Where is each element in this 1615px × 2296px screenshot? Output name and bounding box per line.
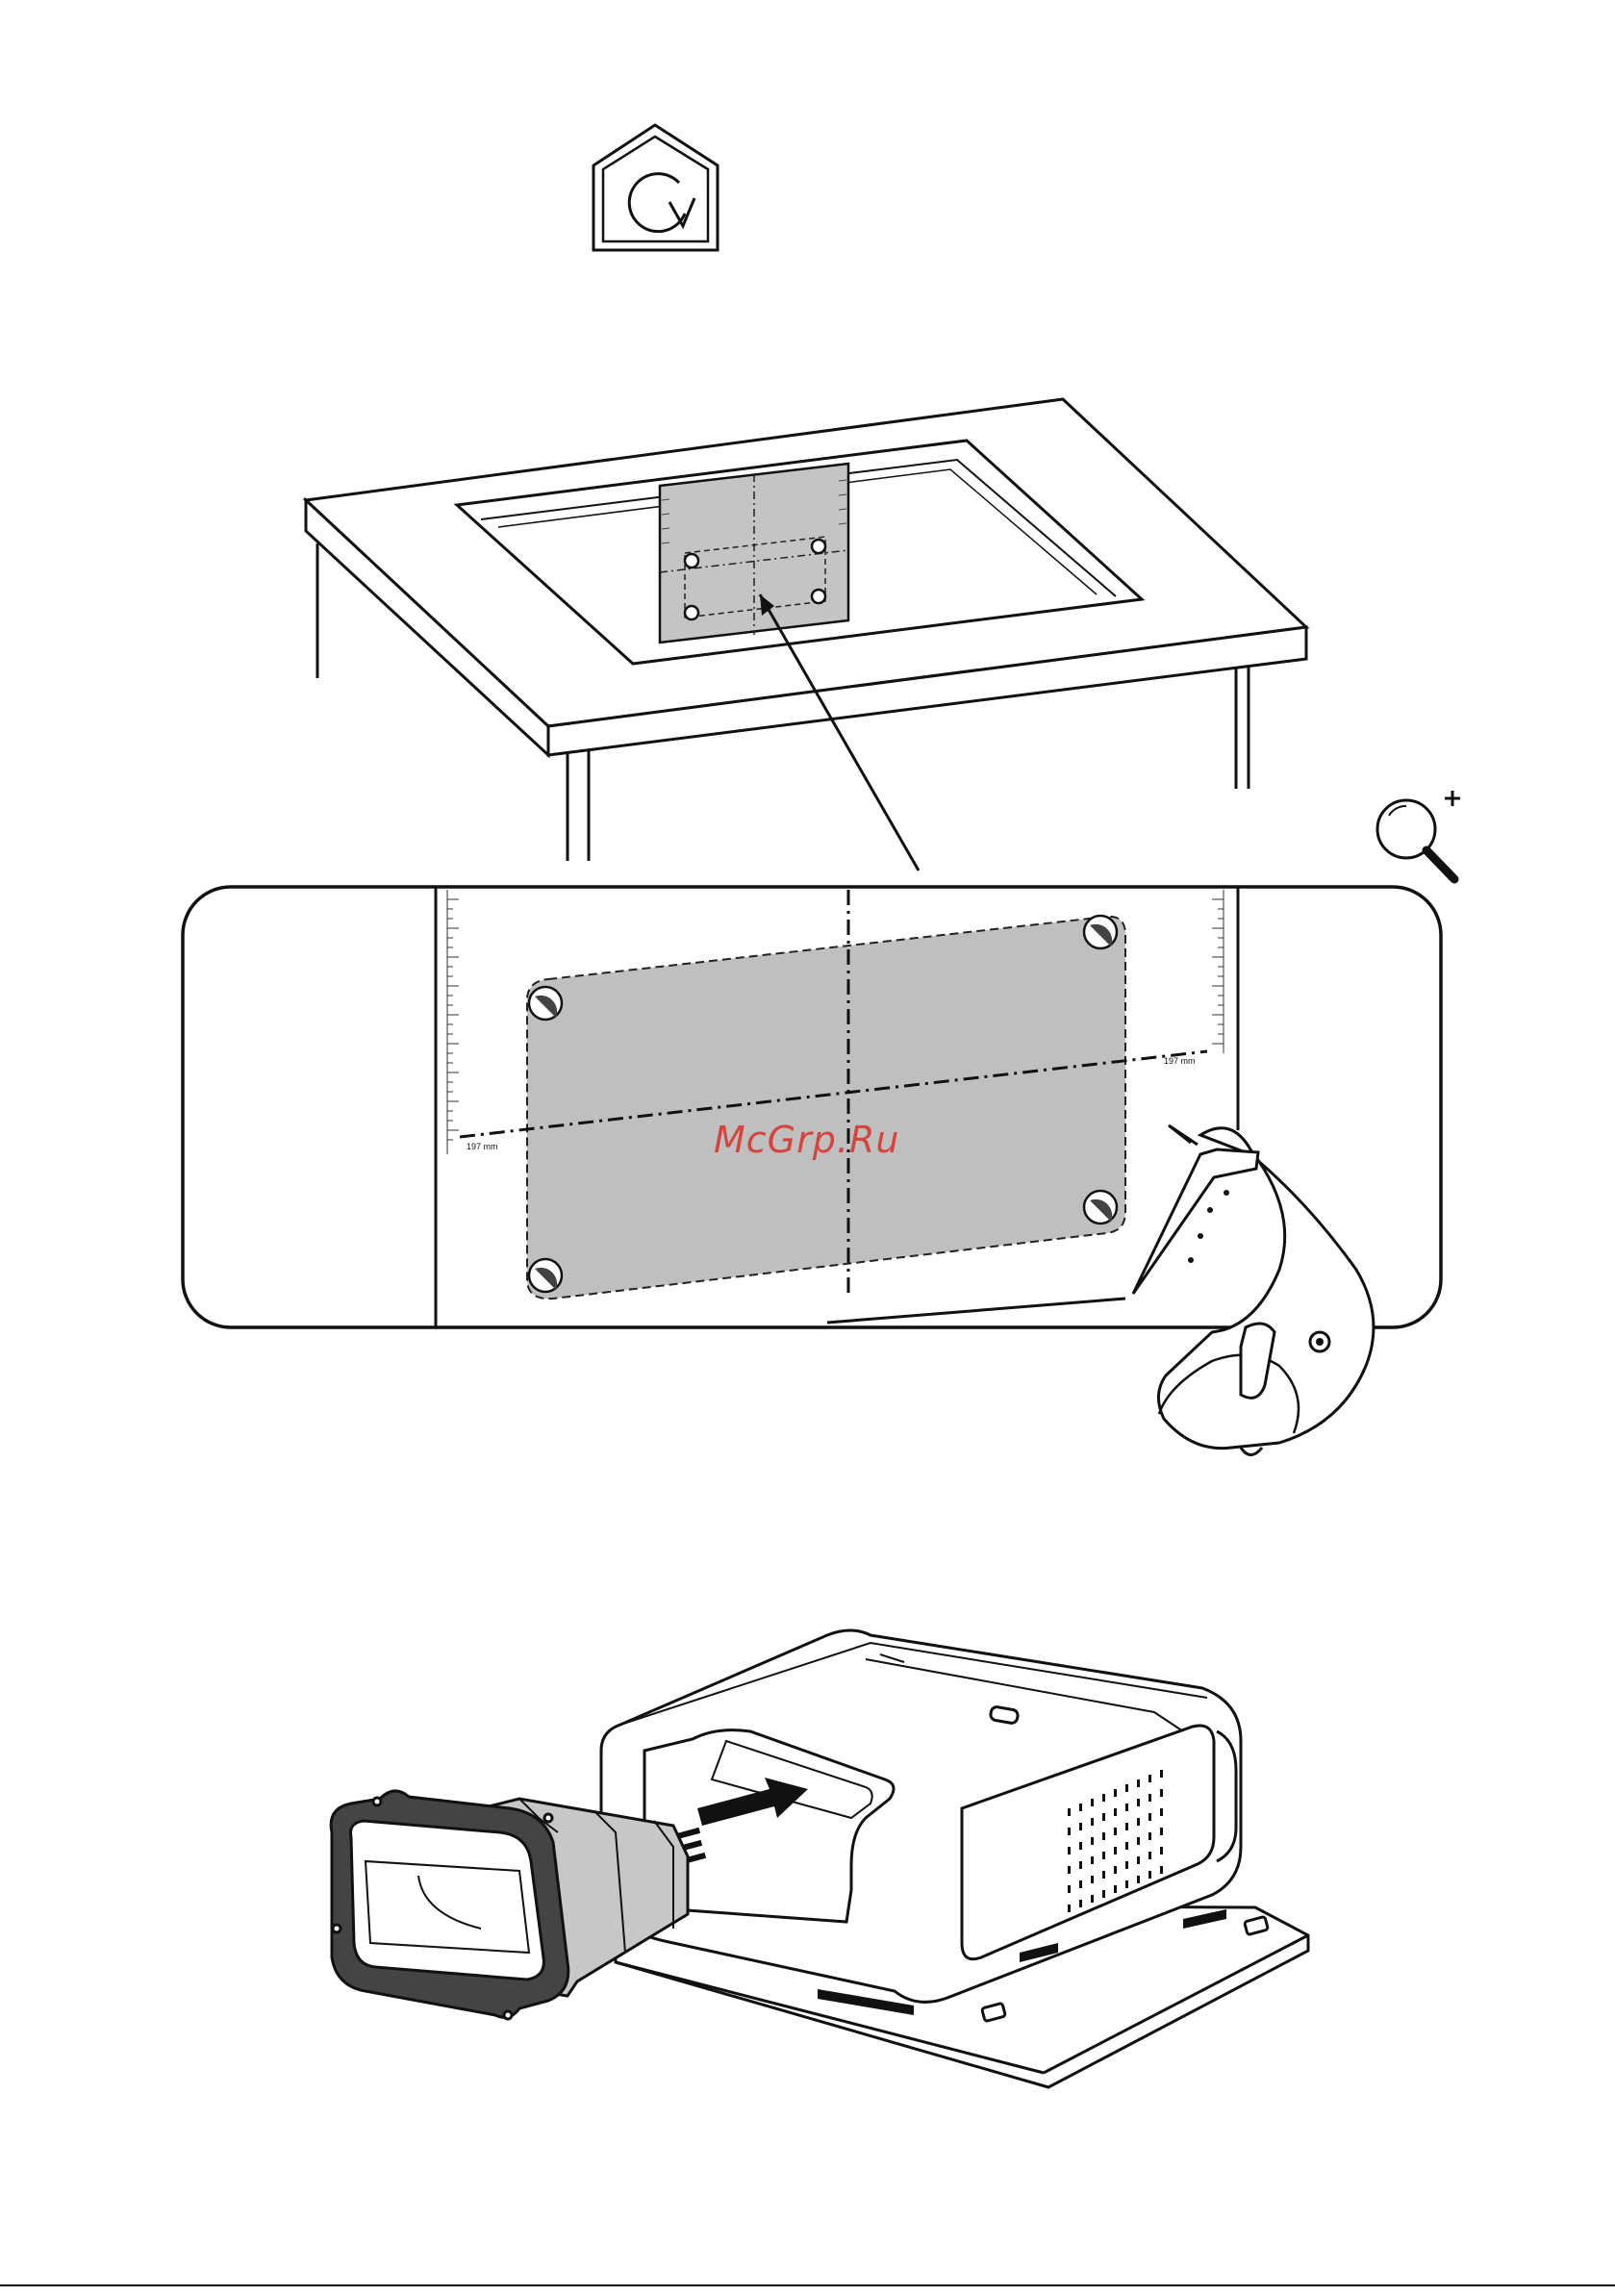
magnifier-zoom-in-icon: [1377, 791, 1460, 879]
zoom-detail-panel: 197 mm 197 mm McGrp.Ru: [183, 887, 1441, 1327]
mounting-hole: [1084, 1191, 1117, 1224]
mounting-hole: [529, 987, 562, 1020]
house-rotate-icon: [593, 125, 718, 250]
countertop-illustration: [306, 399, 1306, 870]
duct-adapter: [331, 1791, 688, 2019]
oven-illustration: [601, 1630, 1308, 2087]
mounting-hole: [1084, 916, 1117, 948]
template-shaded-area: [527, 917, 1125, 1299]
mounting-hole: [529, 1259, 562, 1292]
dimension-label-right: 197 mm: [1164, 1056, 1196, 1066]
dimension-label-left: 197 mm: [467, 1142, 498, 1151]
watermark-text: McGrp.Ru: [714, 1119, 899, 1161]
